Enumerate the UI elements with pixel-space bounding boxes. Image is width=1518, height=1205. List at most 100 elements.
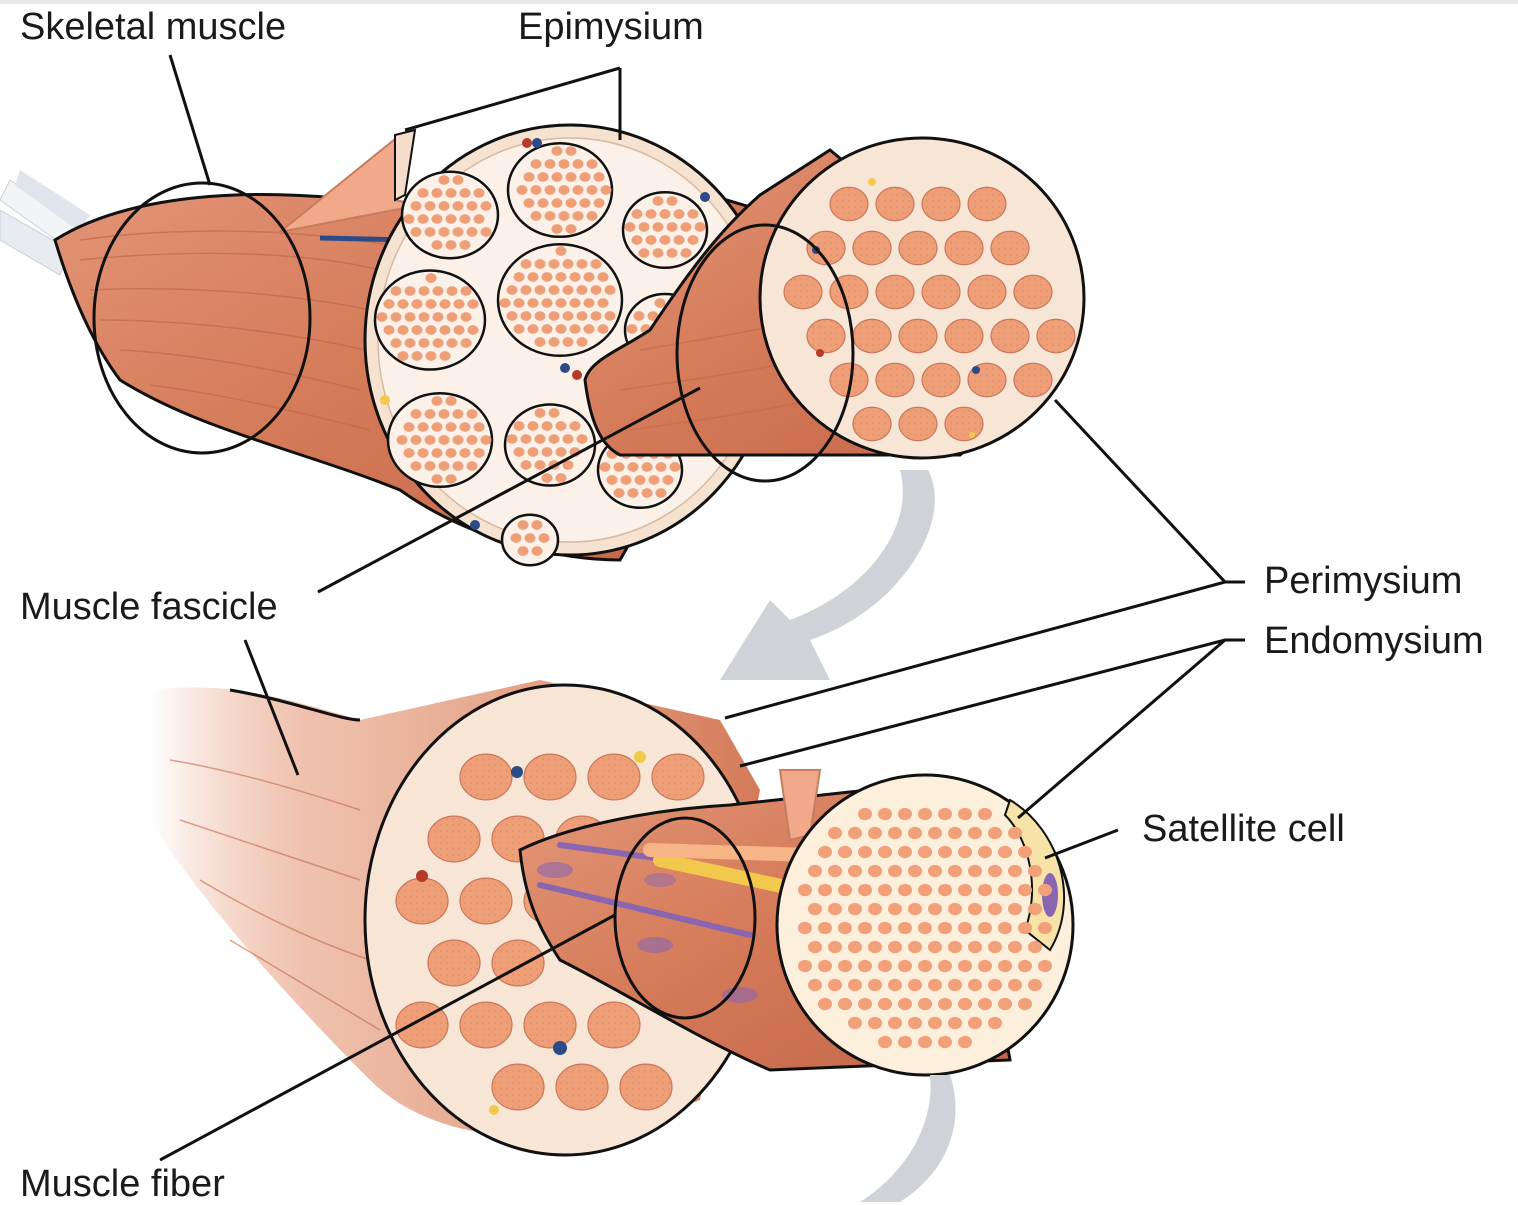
myofibril (948, 902, 962, 916)
fiber (967, 186, 1007, 222)
myofibril (878, 997, 892, 1011)
fiber (431, 240, 443, 250)
fiber (590, 285, 602, 295)
myofibril (978, 807, 992, 821)
myofibril (798, 883, 812, 897)
fiber (572, 185, 584, 195)
fascicle-callout-circle (675, 223, 855, 483)
fiber (396, 435, 408, 445)
myofibril (878, 1035, 892, 1049)
myofibril (908, 826, 922, 840)
fiber (572, 211, 584, 221)
zoom-arrow-top (720, 470, 935, 680)
fiber (527, 447, 539, 457)
fiber (555, 324, 567, 334)
fiber (524, 533, 536, 543)
fiber (648, 475, 660, 485)
fiber (593, 198, 605, 208)
myofibril (908, 978, 922, 992)
fiber (565, 172, 577, 182)
fiber (516, 185, 528, 195)
fiber (666, 196, 678, 206)
myofibril (838, 921, 852, 935)
fiber (548, 259, 560, 269)
fiber (634, 475, 646, 485)
epimysium-edge (394, 128, 417, 202)
fiber (418, 312, 430, 322)
fiber (410, 201, 422, 211)
fiber (534, 311, 546, 321)
myofibril (958, 845, 972, 859)
fiber (520, 434, 532, 444)
fiber (460, 286, 472, 296)
fiber (424, 409, 436, 419)
fiber (1036, 318, 1076, 354)
myofibril (958, 1035, 972, 1049)
myofibril (988, 902, 1002, 916)
fiber (645, 235, 657, 245)
fiber (403, 422, 415, 432)
fascicle-top-edge (229, 688, 361, 722)
fiber (466, 409, 478, 419)
fiber (383, 325, 395, 335)
fiber (551, 198, 563, 208)
fiber (626, 324, 638, 334)
fiber (541, 447, 553, 457)
fiber (944, 230, 984, 266)
fiber (990, 230, 1030, 266)
fascicle (621, 190, 709, 270)
fiber (562, 285, 574, 295)
myofibril (808, 902, 822, 916)
myofibril (978, 921, 992, 935)
fiber (597, 298, 609, 308)
myofibril (848, 902, 862, 916)
fiber (590, 311, 602, 321)
myofibril (828, 902, 842, 916)
fiber (1013, 274, 1053, 310)
fiber (680, 248, 692, 258)
fiber (555, 473, 567, 483)
fiber (480, 201, 492, 211)
fiber (431, 448, 443, 458)
fiber (586, 159, 598, 169)
myofibril (968, 1016, 982, 1030)
fiber (576, 285, 588, 295)
fiber (647, 311, 659, 321)
fiber (431, 396, 443, 406)
fiber (510, 533, 522, 543)
fiber (410, 435, 422, 445)
myofibril (858, 997, 872, 1011)
myofibril (898, 807, 912, 821)
fiber (531, 520, 543, 530)
fiber (480, 227, 492, 237)
fiber (491, 939, 545, 987)
myofibril (938, 959, 952, 973)
fiber (534, 408, 546, 418)
fiber (411, 325, 423, 335)
myofibril (928, 902, 942, 916)
fiber (452, 409, 464, 419)
myofibril (818, 883, 832, 897)
fiber (431, 214, 443, 224)
myofibril (868, 940, 882, 954)
myofibril (998, 883, 1012, 897)
fiber (499, 298, 511, 308)
fiber (548, 337, 560, 347)
fiber (651, 753, 705, 801)
fiber (548, 408, 560, 418)
fiber (520, 259, 532, 269)
label-muscle-fiber: Muscle fiber (20, 1163, 225, 1205)
fiber (555, 298, 567, 308)
myofibril (938, 845, 952, 859)
myofibril (878, 959, 892, 973)
fiber (446, 312, 458, 322)
fiber (783, 274, 823, 310)
myofibril (968, 940, 982, 954)
myofibril (968, 978, 982, 992)
myofibrils-group (798, 807, 1052, 1049)
fiber (491, 1063, 545, 1111)
fiber (530, 211, 542, 221)
fiber (587, 1001, 641, 1049)
myofibril (948, 1016, 962, 1030)
